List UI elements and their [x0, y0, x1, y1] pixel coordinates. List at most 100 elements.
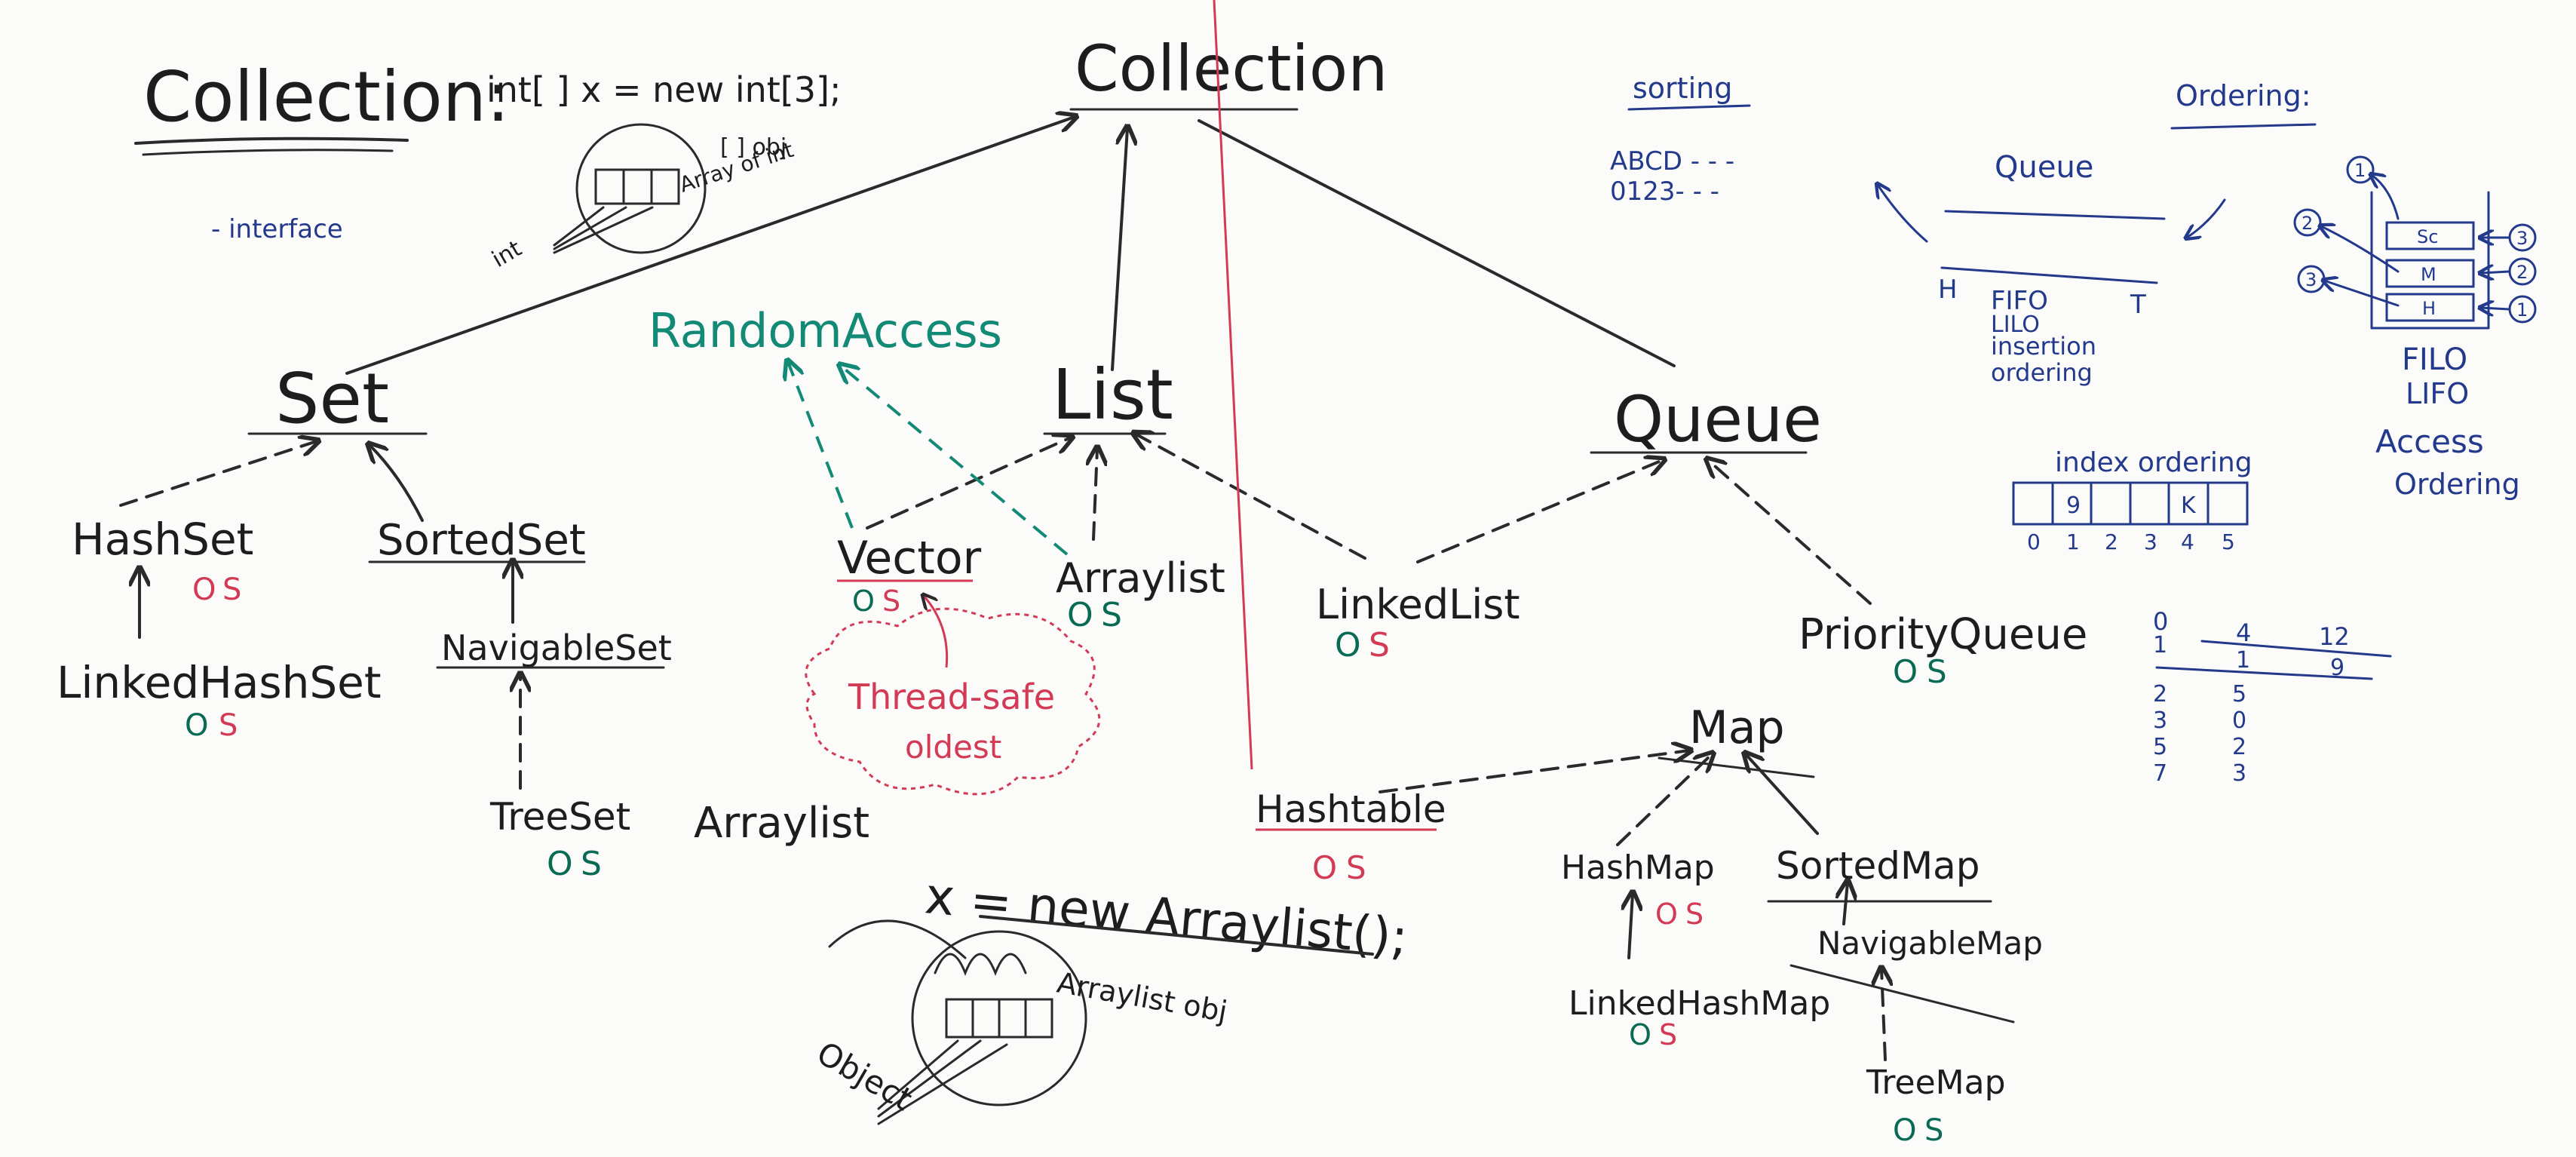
- access-label: Access: [2375, 423, 2484, 460]
- index-num-1: 1: [2066, 529, 2080, 554]
- treemap-o: O: [1893, 1113, 1916, 1148]
- stack-cell-1-label: Sc: [2417, 226, 2438, 247]
- stack-cell-2-label: M: [2421, 264, 2436, 285]
- vector-o: O: [852, 585, 875, 618]
- stack-left-num-2-text: 2: [2302, 213, 2313, 234]
- queue-fifo: FIFO: [1991, 286, 2048, 316]
- ordering-underline: [2170, 123, 2317, 130]
- index-num-2: 2: [2105, 529, 2118, 554]
- al-type: Arraylist: [694, 799, 869, 848]
- map-underline: [1658, 756, 1815, 778]
- stack-left-num-1: [2346, 155, 2375, 184]
- edge-navigablemap-sortedmap: [1844, 882, 1848, 925]
- edge-arraylist-randomaccess: [841, 366, 1069, 556]
- linkedhashmap-node: LinkedHashMap: [1569, 984, 1830, 1023]
- table-a-2: 5: [2153, 734, 2167, 760]
- edge-hashtable-map: [1378, 750, 1689, 793]
- stack-left-num-1-text: 1: [2354, 160, 2366, 181]
- al-loops: [934, 953, 1027, 977]
- table-r1-0: 1: [2153, 632, 2167, 658]
- sorting-title: sorting: [1633, 72, 1732, 105]
- array-pointers: [553, 206, 654, 254]
- stack-out-arrow-3: [2324, 281, 2400, 307]
- al-code-underline: [979, 915, 1374, 956]
- table-line-1: [2200, 640, 2392, 658]
- stack-cell-mid: [2385, 259, 2475, 288]
- stack-right-num-3-text: 1: [2516, 299, 2528, 321]
- edge-priorityqueue-queue: [1708, 460, 1872, 605]
- hashmap-s: S: [1685, 898, 1704, 931]
- queue-node: Queue: [1614, 382, 1822, 456]
- queue-ordering: ordering: [1991, 358, 2093, 387]
- al-arc: [828, 919, 967, 959]
- table-a-1: 3: [2153, 707, 2167, 734]
- al-object-label: Object: [811, 1034, 918, 1118]
- table-h-2: 12: [2319, 622, 2350, 651]
- queue-tail: T: [2130, 290, 2146, 320]
- linkedhashset-s: S: [219, 708, 238, 743]
- queue-in-arrow: [2187, 198, 2226, 238]
- stack-out-arrow-1: [2372, 175, 2400, 220]
- edge-arraylist-list: [1093, 449, 1097, 541]
- table-b-1: 0: [2232, 707, 2246, 734]
- priorityqueue-node: PriorityQueue: [1799, 610, 2087, 659]
- stack-in-arrow-2: [2481, 272, 2510, 273]
- hashmap-node: HashMap: [1561, 849, 1715, 887]
- cloud-text-2: oldest: [905, 729, 1001, 766]
- table-h-0: 0: [2153, 607, 2168, 636]
- table-h-1: 4: [2236, 618, 2251, 647]
- stack-lifo: LIFO: [2406, 377, 2469, 410]
- root-collection: Collection: [1075, 32, 1388, 106]
- navigablemap-underline: [1789, 964, 2015, 1024]
- array-code: int[ ] x = new int[3];: [486, 69, 841, 110]
- linkedhashmap-o: O: [1629, 1018, 1651, 1051]
- random-access-node: RandomAccess: [649, 303, 1002, 358]
- edge-linkedlist-queue: [1416, 460, 1663, 563]
- navigableset-node: NavigableSet: [441, 628, 672, 668]
- ordering-title: Ordering:: [2176, 79, 2311, 112]
- stack-right-num-1-text: 3: [2516, 228, 2528, 249]
- table-b-0: 5: [2232, 681, 2246, 707]
- queue-insertion: insertion: [1991, 332, 2096, 361]
- arraylist-node: Arraylist: [1056, 554, 1225, 602]
- queue-head: H: [1938, 275, 1958, 305]
- sortedset-node: SortedSet: [377, 516, 586, 565]
- queue-bottom-line: [1940, 266, 2158, 284]
- priorityqueue-o: O: [1893, 653, 1918, 690]
- table-line-2: [2155, 666, 2373, 680]
- array-circle: [575, 123, 707, 254]
- al-obj-label: Arraylist obj: [1054, 966, 1229, 1029]
- edge-sortedset-set: [370, 445, 424, 522]
- hashtable-o: O: [1312, 849, 1337, 886]
- hashset-o: O: [192, 572, 216, 607]
- map-node: Map: [1689, 701, 1785, 754]
- cloud-arrow-hashtable: [1213, 0, 1253, 770]
- edge-sortedmap-map: [1746, 754, 1819, 835]
- queue-label: Queue: [1995, 150, 2093, 185]
- navigablemap-node: NavigableMap: [1817, 925, 2043, 962]
- queue-top-line: [1944, 210, 2166, 220]
- linkedlist-node: LinkedList: [1316, 581, 1520, 628]
- queue-out-arrow: [1878, 185, 1928, 243]
- arraylist-o: O: [1067, 596, 1093, 634]
- stack-out-arrow-2: [2321, 226, 2400, 273]
- edge-hashmap-map: [1616, 754, 1712, 846]
- hashset-s: S: [222, 572, 241, 607]
- treeset-o: O: [547, 845, 573, 883]
- vector-s: S: [882, 585, 900, 618]
- table-r1-1: 1: [2236, 647, 2250, 674]
- al-object-pointers: [877, 1039, 1008, 1125]
- table-a-0: 2: [2153, 681, 2167, 707]
- hashtable-node: Hashtable: [1256, 787, 1446, 831]
- vector-node: Vector: [837, 532, 982, 585]
- stack-left-num-2: [2293, 208, 2322, 237]
- set-node: Set: [275, 358, 389, 439]
- hashmap-o: O: [1655, 898, 1678, 931]
- stack-filo: FILO: [2402, 342, 2467, 377]
- left-title-underline-2: [142, 149, 394, 156]
- index-num-0: 0: [2027, 529, 2041, 554]
- edge-hashset-set: [119, 441, 317, 507]
- edge-list-collection: [1111, 128, 1127, 371]
- treeset-s: S: [581, 845, 602, 883]
